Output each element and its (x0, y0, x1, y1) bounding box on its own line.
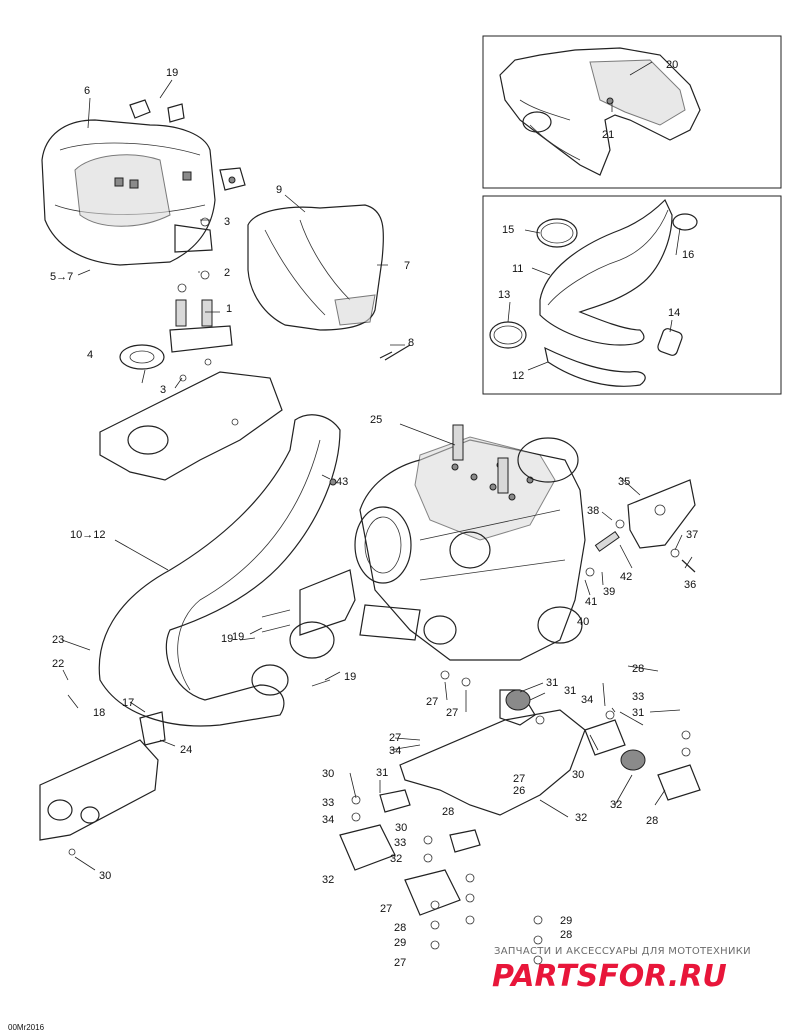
callout-label: 1 (226, 303, 232, 315)
watermark-tagline: ЗАПЧАСТИ И АКСЕССУАРЫ ДЛЯ МОТОТЕХНИКИ (494, 946, 751, 957)
callout-label: 12 (512, 370, 524, 382)
callout-label: 3 (224, 216, 230, 228)
callout-label: 32 (322, 874, 334, 886)
callout-label: 4 (87, 349, 93, 361)
heat-shield-plate (99, 371, 283, 481)
callout-label: 27 (389, 732, 401, 744)
exhaust-pipe (98, 414, 341, 727)
callout-label: 15 (502, 224, 514, 236)
callout-label: 33 (632, 691, 644, 703)
engine (354, 424, 586, 661)
watermark: ЗАПЧАСТИ И АКСЕССУАРЫ ДЛЯ МОТОТЕХНИКИ PA… (492, 946, 751, 994)
inset-cover (482, 35, 782, 189)
callout-label: 28 (646, 815, 658, 827)
callout-label: 8 (408, 337, 414, 349)
callout-label: 3 (160, 384, 166, 396)
callout-label: 10→12 (70, 529, 105, 541)
callout-label: 22 (52, 658, 64, 670)
callout-label: 30 (99, 870, 111, 882)
callout-label: 25 (370, 414, 382, 426)
callout-label: 21 (602, 129, 614, 141)
exhaust-bracket (39, 711, 166, 856)
callout-label: 31 (546, 677, 558, 689)
callout-label: 29 (560, 915, 572, 927)
callout-label: 27 (380, 903, 392, 915)
callout-label: 23 (52, 634, 64, 646)
watermark-brand: PARTSFOR.RU (492, 959, 727, 994)
callout-label: 30 (322, 768, 334, 780)
callout-label: 27 (446, 707, 458, 719)
leader-lines (61, 61, 693, 871)
hardware (351, 670, 691, 965)
callout-label: 5→7 (50, 271, 73, 283)
callout-label: 9 (276, 184, 282, 196)
callout-label: 27 (426, 696, 438, 708)
callout-label: 34 (322, 814, 334, 826)
drawing-code: 00Mr2016 (8, 1023, 45, 1032)
callout-label: 11 (512, 263, 523, 275)
callout-label: 26 (513, 785, 525, 797)
callout-label: 41 (585, 596, 597, 608)
callout-label: 30 (395, 822, 407, 834)
callout-label: 28 (442, 806, 454, 818)
callout-label: 38 (587, 505, 599, 517)
callout-label: 20 (666, 59, 678, 71)
callout-label: 35 (618, 476, 630, 488)
exhaust-cover (247, 204, 411, 361)
engine-side-bracket (585, 479, 696, 577)
callout-label: 42 (620, 571, 632, 583)
callout-label: 17 (122, 697, 134, 709)
callout-label: 19 (166, 67, 178, 79)
callout-label: 32 (390, 853, 402, 865)
callout-label: 39 (603, 586, 615, 598)
callout-labels: 19 6 3 2 5→7 1 4 3 9 7 8 20 21 15 16 11 … (50, 59, 698, 969)
muffler-mounts (119, 217, 233, 382)
callout-label: 31 (632, 707, 644, 719)
callout-label: 19 (221, 633, 233, 645)
callout-label: 31 (564, 685, 576, 697)
engine-plate (399, 689, 646, 816)
callout-label: 6 (84, 85, 90, 97)
callout-label: 14 (668, 307, 680, 319)
callout-label: 34 (389, 745, 401, 757)
callout-label: 36 (684, 579, 696, 591)
callout-label: 18 (93, 707, 105, 719)
callout-label: 33 (394, 837, 406, 849)
callout-label: 34 (581, 694, 593, 706)
callout-label: 28 (632, 663, 644, 675)
callout-label: 28 (394, 922, 406, 934)
callout-label: 29 (394, 937, 406, 949)
callout-label: 7 (404, 260, 410, 272)
rubber-mounts (339, 719, 701, 916)
inset-seal (482, 195, 782, 395)
callout-label: 43 (336, 476, 348, 488)
callout-label: 2 (224, 267, 230, 279)
callout-label: 30 (572, 769, 584, 781)
callout-label: 19 (232, 631, 244, 643)
callout-label: 13 (498, 289, 510, 301)
callout-label: 40 (577, 616, 589, 628)
muffler (41, 99, 246, 266)
callout-label: 27 (513, 773, 525, 785)
callout-label: 19 (344, 671, 356, 683)
callout-label: 27 (394, 957, 406, 969)
callout-label: 33 (322, 797, 334, 809)
callout-label: 32 (575, 812, 587, 824)
callout-label: 28 (560, 929, 572, 941)
callout-label: 37 (686, 529, 698, 541)
manifold (261, 569, 421, 687)
callout-label: 24 (180, 744, 192, 756)
callout-label: 31 (376, 767, 388, 779)
callout-label: 16 (682, 249, 694, 261)
callout-label: 32 (610, 799, 622, 811)
